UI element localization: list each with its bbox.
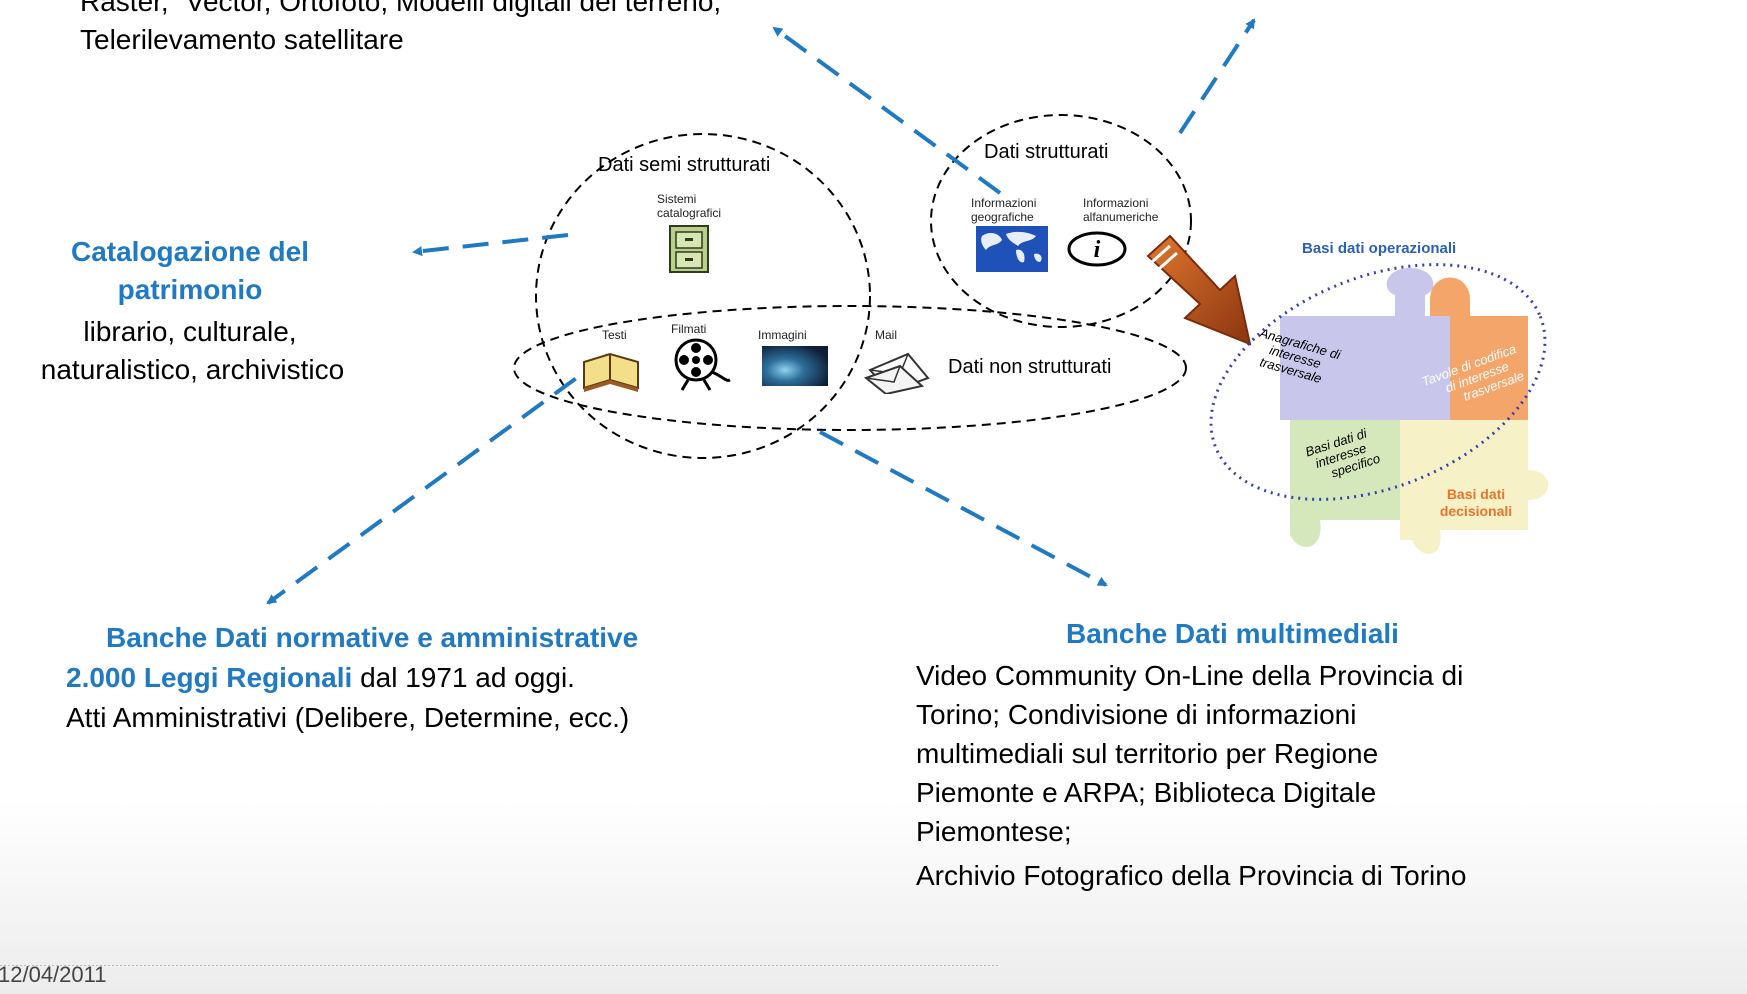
semi-structured-title: Dati semi strutturati xyxy=(598,154,771,176)
normative-highlight: 2.000 Leggi Regionali xyxy=(66,662,353,693)
unstructured-title: Dati non strutturati xyxy=(948,356,1112,378)
image-icon xyxy=(762,346,828,386)
catalog-line2: naturalistico, archivistico xyxy=(40,354,345,385)
multimedia-line: Video Community On-Line della Provincia … xyxy=(916,660,1464,691)
multimedia-line: Torino; Condivisione di informazioni xyxy=(916,699,1357,730)
mail-label: Mail xyxy=(875,328,898,342)
raster-text-line2: Telerilevamento satellitare xyxy=(80,24,404,55)
footer-divider xyxy=(0,965,1000,966)
mail-icon xyxy=(864,352,930,394)
filing-cabinet-icon xyxy=(669,225,709,273)
normative-line2: Atti Amministrativi (Delibere, Determine… xyxy=(66,702,630,733)
structured-ellipse xyxy=(930,114,1192,328)
world-map-icon xyxy=(976,226,1048,272)
info-icon: i xyxy=(1067,231,1127,267)
multimedia-title: Banche Dati multimediali xyxy=(1066,618,1399,649)
immagini-label: Immagini xyxy=(758,328,807,342)
arrow-top-right xyxy=(1178,18,1256,135)
decisional-line1: Basi dati xyxy=(1446,486,1506,502)
catalog-title-2: patrimonio xyxy=(117,274,263,305)
operational-db-label: Basi dati operazionali xyxy=(1302,240,1457,257)
alfa-info-label-1: Informazioni xyxy=(1083,196,1149,210)
testi-label: Testi xyxy=(602,328,627,342)
multimedia-line: Piemontese; xyxy=(916,816,1072,847)
footer-gradient xyxy=(0,800,1747,994)
catalog-line1: librario, culturale, xyxy=(83,316,297,347)
unstructured-ellipse xyxy=(513,305,1187,431)
filmati-label: Filmati xyxy=(671,322,707,336)
film-reel-icon xyxy=(674,338,731,391)
multimedia-line: Archivio Fotografico della Provincia di … xyxy=(916,860,1467,891)
structured-title: Dati strutturati xyxy=(984,141,1109,163)
normative-rest: dal 1971 ad oggi. xyxy=(352,662,575,693)
puzzle-graphic xyxy=(1209,263,1549,554)
arrow-to-normative xyxy=(266,353,610,605)
arrow-to-raster xyxy=(772,26,1002,195)
raster-text-line1: Raster, “Vector, Ortofoto, Modelli digit… xyxy=(80,0,722,17)
semi-structured-ellipse xyxy=(535,133,871,459)
svg-text:i: i xyxy=(1094,237,1101,263)
arrow-to-catalog xyxy=(412,233,569,257)
multimedia-line: multimediali sul territorio per Regione xyxy=(916,738,1379,769)
geo-info-label-1: Informazioni xyxy=(971,196,1037,210)
normative-line1: 2.000 Leggi Regionali dal 1971 ad oggi. xyxy=(66,662,575,694)
catalog-systems-label-1: Sistemi xyxy=(657,192,697,206)
decisional-line2: decisionali xyxy=(1439,503,1513,519)
book-icon xyxy=(583,352,639,392)
catalog-title-1: Catalogazione del xyxy=(70,236,310,267)
arrow-to-multimedia xyxy=(819,430,1108,587)
geo-info-label-2: geografiche xyxy=(971,210,1034,224)
alfa-info-label-2: alfanumeriche xyxy=(1083,210,1159,224)
decisional-db-label: Basi dati decisionali xyxy=(1430,486,1522,520)
slide-date: 12/04/2011 xyxy=(0,962,107,987)
big-brown-arrow xyxy=(1144,234,1252,346)
multimedia-line: Piemonte e ARPA; Biblioteca Digitale xyxy=(916,777,1377,808)
catalog-systems-label-2: catalografici xyxy=(657,206,722,220)
normative-title: Banche Dati normative e amministrative xyxy=(106,622,639,653)
